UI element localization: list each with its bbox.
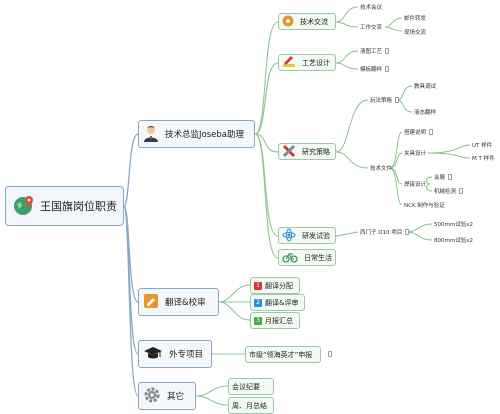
sub-talent-application-label: 市级“领海英才”申报 bbox=[249, 350, 313, 359]
note-icon bbox=[385, 47, 390, 54]
sub-monthly-summary[interactable]: 3 月报汇总 bbox=[250, 312, 300, 329]
sub-weekly-monthly-summary-label: 周、月总结 bbox=[232, 401, 267, 410]
tools-icon bbox=[282, 144, 296, 160]
leaf-gameplay-strategy: 玩法策略 bbox=[370, 95, 400, 104]
leaf-work-exchange: 工作交流 bbox=[360, 24, 383, 31]
leaf-template-sample: 模板翻样 bbox=[360, 64, 390, 73]
leaf-build-instructions: 搭建说明 bbox=[404, 127, 434, 136]
leaf-mechanical-test: 机械检测 bbox=[434, 186, 464, 195]
sub-talent-application[interactable]: 市级“领海英才”申报 bbox=[245, 346, 321, 363]
branch-other-label: 其它 bbox=[167, 392, 185, 402]
branch-translation[interactable]: 翻译&校审 bbox=[138, 288, 219, 316]
branch-assistant[interactable]: 技术总监Joseba助理 bbox=[138, 120, 255, 148]
sub-translation-assign-label: 翻译分配 bbox=[265, 281, 293, 290]
sub-meeting-minutes[interactable]: 会议纪要 bbox=[228, 378, 274, 395]
leaf-exhibition: 会展 bbox=[434, 172, 453, 181]
atom-icon bbox=[282, 228, 296, 244]
sub-translation-assign[interactable]: 1 翻译分配 bbox=[250, 277, 300, 294]
sub-trial[interactable]: 研发试验 bbox=[278, 227, 336, 244]
leaf-fixture-debug: 教具调试 bbox=[414, 83, 437, 90]
sub-development[interactable]: 研究策略 bbox=[278, 143, 336, 160]
leaf-nck-production: NCK 制作与验证 bbox=[404, 202, 445, 209]
leaf-ut-sample: UT 样件 bbox=[472, 142, 493, 149]
note-icon bbox=[395, 96, 400, 103]
sub-process-design-label: 工艺设计 bbox=[302, 58, 330, 67]
sub-tech-exchange-label: 技术交流 bbox=[300, 17, 328, 26]
note-icon bbox=[459, 187, 464, 194]
note-icon bbox=[328, 351, 332, 357]
root-node[interactable]: 王国旗岗位职责 bbox=[5, 186, 124, 226]
chat-bubble-icon bbox=[282, 15, 294, 29]
leaf-tech-meeting: 技术会议 bbox=[360, 4, 383, 11]
leaf-onsite-exchange: 现场交流 bbox=[404, 29, 427, 36]
sub-translation-review-label: 翻译&评审 bbox=[265, 298, 299, 307]
gear-icon bbox=[143, 386, 161, 407]
number-badge-3: 3 bbox=[254, 316, 262, 325]
leaf-siemens-project: 西门子 D10 项目 bbox=[360, 227, 410, 236]
branch-projects[interactable]: 外专项目 bbox=[138, 340, 212, 368]
branch-translation-label: 翻译&校审 bbox=[165, 298, 206, 308]
sub-trial-label: 研发试验 bbox=[302, 231, 330, 240]
number-badge-1: 1 bbox=[254, 281, 262, 290]
branch-assistant-label: 技术总监Joseba助理 bbox=[165, 130, 244, 140]
sub-process-design[interactable]: 工艺设计 bbox=[278, 54, 336, 71]
sub-tech-exchange[interactable]: 技术交流 bbox=[278, 13, 336, 30]
root-label: 王国旗岗位职责 bbox=[40, 200, 117, 213]
leaf-liquid-sample: 液态翻样 bbox=[414, 109, 437, 116]
leaf-email-forward: 邮件转发 bbox=[404, 15, 427, 22]
leaf-trial-800: 800mm试验x2 bbox=[434, 237, 473, 244]
sub-meeting-minutes-label: 会议纪要 bbox=[232, 382, 260, 391]
leaf-trial-500: 500mm试验x2 bbox=[434, 221, 473, 228]
bicycle-icon bbox=[282, 251, 298, 265]
branch-other[interactable]: 其它 bbox=[138, 382, 196, 410]
leaf-weld-design: 焊接设计 bbox=[404, 181, 427, 188]
sub-monthly-summary-label: 月报汇总 bbox=[265, 316, 293, 325]
leaf-drawing-process: 清图工艺 bbox=[360, 46, 390, 55]
sub-development-label: 研究策略 bbox=[302, 147, 330, 156]
note-icon bbox=[385, 65, 390, 72]
branch-projects-label: 外专项目 bbox=[169, 350, 204, 360]
sub-weekly-monthly-summary[interactable]: 周、月总结 bbox=[228, 397, 274, 414]
document-edit-icon bbox=[143, 293, 159, 312]
person-avatar-icon bbox=[143, 124, 159, 145]
sub-translation-review[interactable]: 2 翻译&评审 bbox=[250, 294, 305, 311]
sub-daily-label: 日常生活 bbox=[304, 253, 332, 262]
note-icon bbox=[429, 128, 434, 135]
pencil-ruler-icon bbox=[282, 55, 296, 71]
globe-map-icon bbox=[12, 194, 34, 219]
graduation-cap-icon bbox=[143, 345, 163, 364]
note-icon bbox=[405, 228, 410, 235]
leaf-fixture-design: 夹具设计 bbox=[404, 150, 427, 157]
leaf-mt-sample: M T 样件 bbox=[472, 155, 495, 162]
leaf-tech-docs: 技术文件 bbox=[370, 165, 393, 172]
number-badge-2: 2 bbox=[254, 298, 262, 307]
sub-daily[interactable]: 日常生活 bbox=[278, 249, 336, 266]
note-icon bbox=[448, 173, 453, 180]
